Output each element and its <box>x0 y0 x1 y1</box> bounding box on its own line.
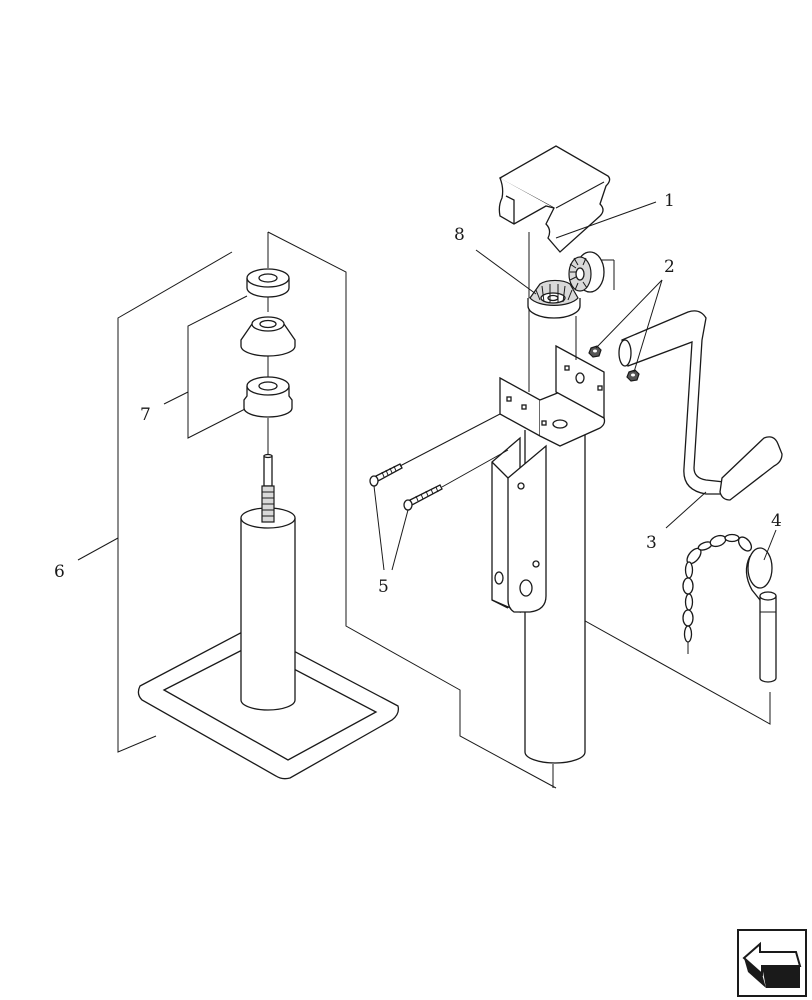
bevel-gear-small <box>568 251 605 293</box>
rubber-grommet <box>243 376 293 418</box>
washer <box>246 268 290 298</box>
leader-4 <box>763 529 777 561</box>
conical-bushing <box>240 316 296 357</box>
leader-2b <box>633 279 663 373</box>
bracket-6 <box>117 231 557 789</box>
callout-1: 1 <box>664 191 675 211</box>
bolt-lower <box>403 449 509 511</box>
leader-pin <box>525 587 771 725</box>
nut-lower <box>626 369 640 382</box>
lynch-pin <box>745 547 777 683</box>
bevel-gear-large <box>527 279 581 319</box>
callout-5: 5 <box>378 577 389 597</box>
leader-3 <box>665 491 707 529</box>
crank-handle <box>618 310 783 501</box>
leader-1 <box>555 201 657 239</box>
chain <box>682 533 753 654</box>
leader-7 <box>163 391 189 405</box>
back-arrow-icon[interactable] <box>737 929 807 997</box>
threaded-stud <box>261 453 275 523</box>
leader-6 <box>77 537 119 561</box>
callout-7: 7 <box>140 405 151 425</box>
callout-2: 2 <box>664 257 675 277</box>
bracket-7 <box>187 295 248 439</box>
mounting-plate <box>491 436 547 613</box>
bolt-upper <box>369 413 501 487</box>
leader-2a <box>595 279 663 349</box>
top-cap <box>498 145 611 253</box>
nut-upper <box>588 345 602 358</box>
u-bracket <box>499 344 606 447</box>
callout-4: 4 <box>771 511 782 531</box>
leader-5a <box>373 485 385 571</box>
leg-tube <box>240 507 296 711</box>
callout-6: 6 <box>54 562 65 582</box>
leader-5b <box>391 509 409 571</box>
leader-8 <box>475 249 537 295</box>
callout-3: 3 <box>646 533 657 553</box>
callout-8: 8 <box>454 225 465 245</box>
